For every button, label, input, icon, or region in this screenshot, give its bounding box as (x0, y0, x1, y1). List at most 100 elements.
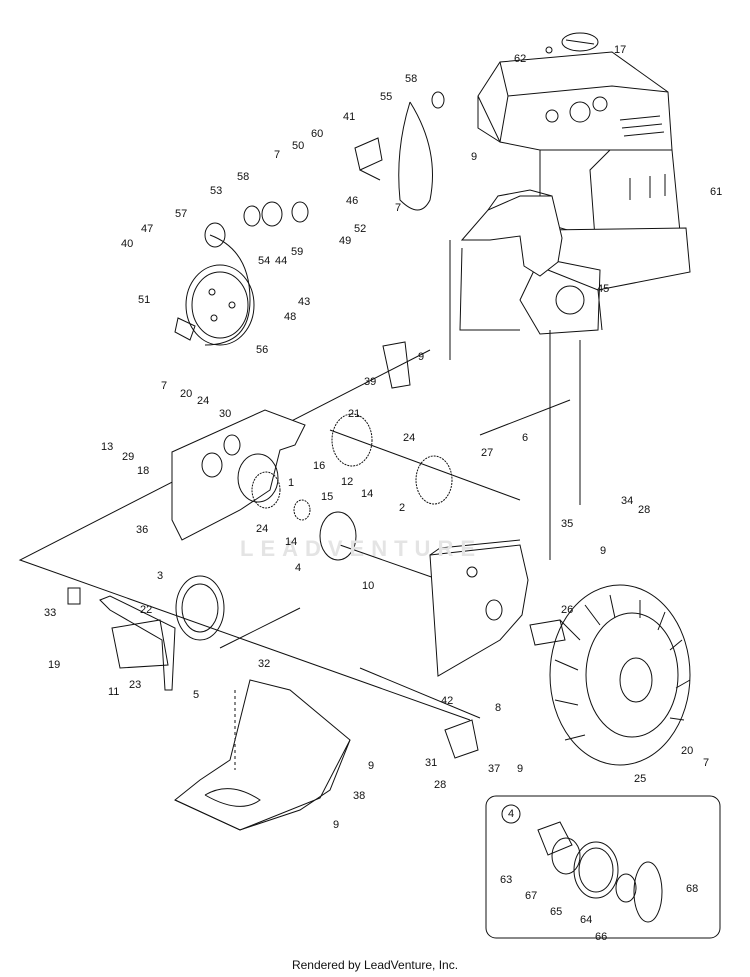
callout-45: 45 (597, 283, 610, 295)
callout-9f: 9 (333, 819, 340, 831)
wheel-tire (529, 584, 691, 766)
drive-belt (398, 91, 445, 211)
callout-20b: 20 (681, 745, 694, 757)
callout-26: 26 (561, 604, 574, 616)
callout-50: 50 (292, 140, 305, 152)
callout-20a: 20 (180, 388, 193, 400)
callout-46: 46 (346, 195, 359, 207)
callout-59: 59 (291, 246, 304, 258)
callout-4: 4 (295, 562, 302, 574)
callout-1: 1 (288, 477, 295, 489)
detail-inset-4 (485, 795, 721, 939)
callout-66: 66 (595, 931, 608, 943)
callout-9e: 9 (368, 760, 375, 772)
callout-58b: 58 (237, 171, 250, 183)
callout-7c: 7 (161, 380, 168, 392)
callout-9d: 9 (517, 763, 524, 775)
callout-31: 31 (425, 757, 438, 769)
callout-62: 62 (514, 53, 527, 65)
callout-3: 3 (157, 570, 164, 582)
callout-36: 36 (136, 524, 149, 536)
callout-9a: 9 (471, 151, 478, 163)
callout-14a: 14 (361, 488, 374, 500)
callout-65: 65 (550, 906, 563, 918)
callout-18: 18 (137, 465, 150, 477)
callout-22: 22 (140, 604, 153, 616)
callout-24a: 24 (197, 395, 210, 407)
watermark: LEADVENTURE (240, 536, 483, 561)
callout-14b: 14 (285, 536, 298, 548)
callout-8: 8 (495, 702, 502, 714)
callout-15: 15 (321, 491, 334, 503)
callout-56: 56 (256, 344, 269, 356)
callout-52: 52 (354, 223, 367, 235)
callout-35: 35 (561, 518, 574, 530)
callout-19: 19 (48, 659, 61, 671)
callout-58a: 58 (405, 73, 418, 85)
callout-44: 44 (275, 255, 288, 267)
callout-39: 39 (364, 376, 377, 388)
engine-shroud (477, 32, 681, 239)
callout-11: 11 (108, 686, 120, 698)
callout-21: 21 (348, 408, 361, 420)
callout-29: 29 (122, 451, 135, 463)
callout-43: 43 (298, 296, 311, 308)
callout-40: 40 (121, 238, 134, 250)
callout-24b: 24 (403, 432, 416, 444)
callout-55: 55 (380, 91, 393, 103)
callout-25: 25 (634, 773, 647, 785)
callout-48: 48 (284, 311, 297, 323)
shift-lever-assembly (67, 587, 176, 691)
callout-34: 34 (621, 495, 634, 507)
callout-28a: 28 (638, 504, 651, 516)
callout-68: 68 (686, 883, 699, 895)
callout-54: 54 (258, 255, 271, 267)
callout-64: 64 (580, 914, 593, 926)
callout-41: 41 (343, 111, 356, 123)
callout-60: 60 (311, 128, 324, 140)
callout-17: 17 (614, 44, 627, 56)
callout-51: 51 (138, 294, 151, 306)
right-frame-plate (429, 539, 529, 677)
callout-13: 13 (101, 441, 114, 453)
footer-credit: Rendered by LeadVenture, Inc. (291, 958, 459, 972)
callout-53: 53 (210, 185, 223, 197)
callout-23: 23 (129, 679, 142, 691)
callout-6: 6 (522, 432, 529, 444)
callout-24c: 24 (256, 523, 269, 535)
callout-42: 42 (441, 695, 454, 707)
callout-28b: 28 (434, 779, 447, 791)
callout-9b: 9 (418, 351, 425, 363)
bracket-37 (444, 719, 479, 759)
callout-10: 10 (362, 580, 375, 592)
callout-49: 49 (339, 235, 352, 247)
callout-61: 61 (710, 186, 723, 198)
callout-63: 63 (500, 874, 513, 886)
idler-bracket (243, 137, 383, 227)
callout-67: 67 (525, 890, 538, 902)
callout-32: 32 (258, 658, 271, 670)
detail-label: 4 (507, 808, 515, 820)
callout-2: 2 (399, 502, 406, 514)
bottom-cover (174, 679, 351, 831)
callout-12: 12 (341, 476, 354, 488)
callout-30: 30 (219, 408, 232, 420)
auger-pulley-assembly (174, 222, 255, 346)
callout-16: 16 (313, 460, 326, 472)
callout-33: 33 (44, 607, 57, 619)
callout-38: 38 (353, 790, 366, 802)
gears (175, 413, 453, 641)
left-frame-plate (171, 409, 306, 541)
callout-7b: 7 (395, 202, 402, 214)
callout-47: 47 (141, 223, 154, 235)
callout-9c: 9 (600, 545, 607, 557)
callout-37: 37 (488, 763, 501, 775)
belt-cover (460, 189, 563, 277)
callout-27: 27 (481, 447, 494, 459)
callout-57: 57 (175, 208, 188, 220)
shafts (219, 399, 571, 649)
callout-5: 5 (193, 689, 200, 701)
bracket-39 (382, 341, 411, 389)
